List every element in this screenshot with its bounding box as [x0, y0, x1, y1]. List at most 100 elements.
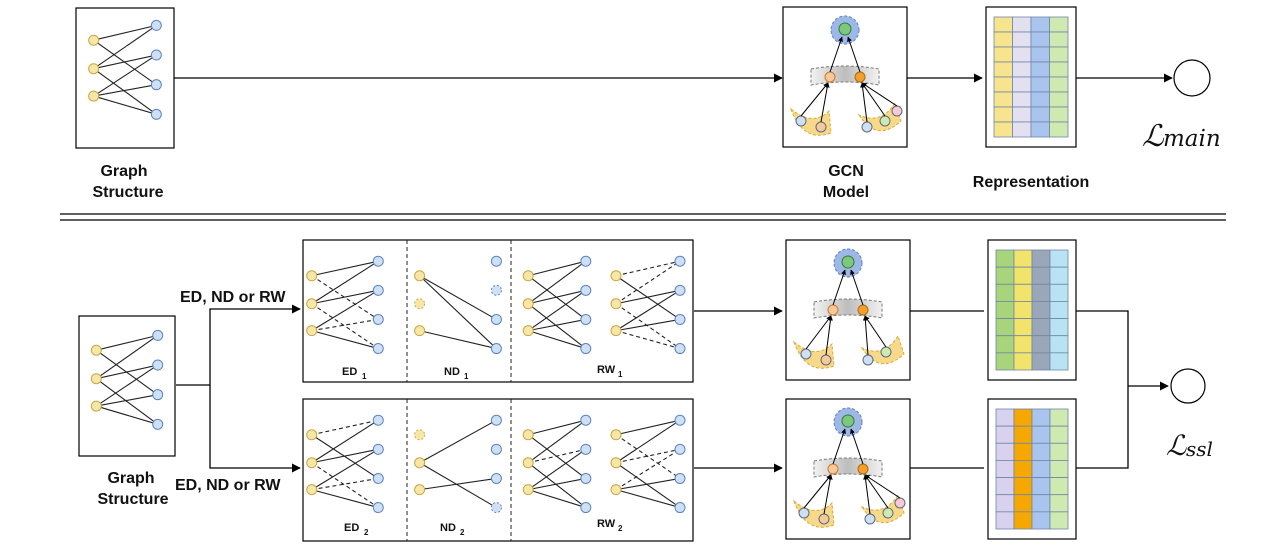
aggregation-arrow — [823, 474, 833, 515]
neighbor-node — [894, 497, 906, 509]
top-gcn-model — [782, 6, 908, 148]
hidden-node — [857, 304, 869, 316]
ed2-caption: ED — [344, 522, 359, 534]
item-node — [490, 255, 502, 267]
representation-label: Representation — [973, 174, 1089, 191]
neighbor-node — [815, 121, 827, 133]
augmented-views-top — [302, 239, 694, 383]
graph-edge — [615, 260, 681, 277]
graph-edge — [615, 434, 681, 479]
matrix-cell — [1013, 352, 1033, 371]
aggregation-arrow — [805, 315, 832, 350]
matrix-cell — [1013, 442, 1033, 461]
neighbor-node — [820, 354, 832, 366]
item-node — [490, 414, 502, 426]
graph-edge — [311, 489, 379, 509]
matrix-cell — [1049, 460, 1069, 478]
matrix-cell — [1031, 511, 1051, 530]
neighbor-node — [862, 354, 874, 366]
graph-edge — [527, 303, 587, 349]
nd2-caption: ND — [440, 522, 456, 534]
matrix-cell — [1049, 283, 1069, 302]
graph-edge — [615, 489, 681, 509]
ssl-task-row: Graph Structure ED, ND or RW ED, ND or R… — [78, 239, 1213, 542]
aggregation-arrow — [803, 474, 832, 509]
branch-bottom-label: ED, ND or RW — [175, 477, 281, 494]
graph-edge — [95, 349, 159, 396]
bottom-graph-label-line2: Structure — [97, 491, 168, 508]
matrix-cell — [1031, 266, 1051, 285]
branch-arrow-bottom — [209, 385, 301, 473]
matrix-cell — [1031, 460, 1051, 478]
item-node — [674, 443, 686, 455]
graph-edge — [615, 260, 681, 305]
graph-edge — [93, 84, 157, 97]
matrix-cell — [993, 46, 1013, 63]
item-node — [490, 313, 502, 325]
user-node — [522, 270, 534, 282]
graph-edge — [527, 289, 587, 332]
graph-edge — [528, 330, 586, 350]
matrix-cell — [1013, 249, 1033, 268]
item-node — [674, 313, 686, 325]
matrix-cell — [1031, 352, 1051, 371]
item-node — [580, 343, 592, 355]
graph-edge — [311, 289, 379, 305]
main-loss-node — [1173, 59, 1211, 97]
graph-edge — [93, 24, 157, 70]
matrix-cell — [993, 76, 1013, 93]
hidden-node — [857, 463, 869, 475]
matrix-cell — [995, 460, 1015, 478]
graph-edge — [93, 24, 157, 41]
item-node — [580, 255, 592, 267]
matrix-cell — [1049, 266, 1069, 285]
main-task-row: Graph Structure GCN Model Representation… — [75, 6, 1221, 201]
matrix-cell — [995, 249, 1015, 268]
matrix-cell — [1031, 335, 1051, 354]
user-node — [88, 63, 100, 75]
matrix-cell — [1013, 266, 1033, 285]
graph-edge — [311, 448, 379, 491]
graph-edge — [93, 39, 157, 86]
graph-edge — [615, 419, 681, 436]
matrix-cell — [993, 106, 1013, 123]
top-graph-label-line1: Graph — [100, 163, 147, 180]
graph-edge — [528, 477, 586, 491]
user-node — [610, 484, 622, 496]
matrix-cell — [1049, 494, 1069, 513]
item-node — [490, 284, 502, 296]
aggregation-arrow — [832, 269, 846, 306]
main-loss-subscript: main — [1163, 126, 1221, 152]
matrix-cell — [993, 121, 1013, 138]
graph-edge — [527, 462, 587, 508]
user-node — [522, 298, 534, 310]
matrix-cell — [1031, 249, 1051, 268]
item-node — [372, 472, 384, 484]
matrix-cell — [1013, 283, 1033, 302]
matrix-cell — [1013, 408, 1033, 427]
graph-edge — [311, 260, 379, 305]
graph-edge — [419, 477, 497, 491]
matrix-cell — [1013, 425, 1033, 444]
ssl-loss-subscript: ssl — [1186, 437, 1213, 461]
user-node — [414, 325, 426, 337]
matrix-cell — [1049, 352, 1069, 371]
rw1-subscript: 1 — [618, 370, 623, 379]
user-node — [414, 484, 426, 496]
matrix-cell — [1049, 477, 1069, 496]
panel-caption-nd1: ND 1 — [444, 366, 469, 381]
user-node — [88, 90, 100, 102]
item-node — [580, 472, 592, 484]
graph-edge — [615, 448, 681, 464]
matrix-cell — [995, 318, 1015, 337]
graph-edge — [615, 448, 681, 491]
graph-edge — [311, 477, 379, 491]
graph-edge — [96, 394, 158, 407]
item-node — [152, 359, 164, 371]
matrix-cell — [1049, 46, 1069, 63]
item-node — [490, 443, 502, 455]
matrix-cell — [1049, 249, 1069, 268]
graph-edge — [528, 318, 586, 332]
graph-edge — [96, 405, 158, 425]
matrix-cell — [1030, 106, 1050, 123]
